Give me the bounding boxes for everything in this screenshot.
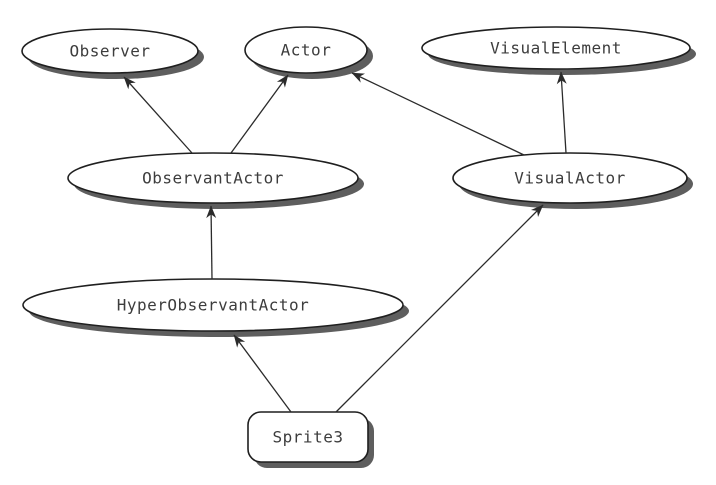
edge-sprite3-to-hyper-observant-actor: [233, 334, 292, 413]
node-label: VisualActor: [514, 169, 625, 188]
node-hyper-observant-actor: HyperObservantActor: [22, 278, 409, 337]
node-label: VisualElement: [490, 39, 622, 58]
edge-observant-actor-to-actor: [230, 74, 289, 154]
node-visual-actor: VisualActor: [452, 152, 693, 209]
node-sprite3: Sprite3: [247, 411, 374, 468]
node-label: HyperObservantActor: [117, 296, 310, 315]
node-shape: [452, 152, 688, 204]
node-label: Actor: [281, 41, 332, 60]
node-label: Observer: [69, 42, 150, 61]
edge-sprite3-to-visual-actor: [335, 204, 544, 413]
node-shape: [22, 278, 404, 332]
edge-visual-actor-to-actor: [351, 72, 525, 156]
node-visual-element: VisualElement: [421, 26, 696, 75]
edge-visual-actor-to-visual-element: [556, 71, 567, 154]
node-shape: [421, 26, 691, 70]
edge-hyper-observant-actor-to-observant-actor: [206, 205, 217, 280]
edge-observant-actor-to-observer: [123, 76, 193, 154]
nodes-layer: Observer Actor VisualElementObservantActor…: [21, 26, 696, 468]
node-shape: [21, 28, 199, 74]
node-actor: Actor: [244, 26, 373, 79]
node-label: ObservantActor: [142, 169, 284, 188]
node-shape: [244, 26, 368, 74]
node-observant-actor: ObservantActor: [67, 152, 364, 209]
edges-layer: [123, 71, 567, 413]
node-shape: [67, 152, 359, 204]
node-label: Sprite3: [273, 428, 344, 447]
node-shape: [247, 411, 369, 463]
node-observer: Observer: [21, 28, 204, 79]
